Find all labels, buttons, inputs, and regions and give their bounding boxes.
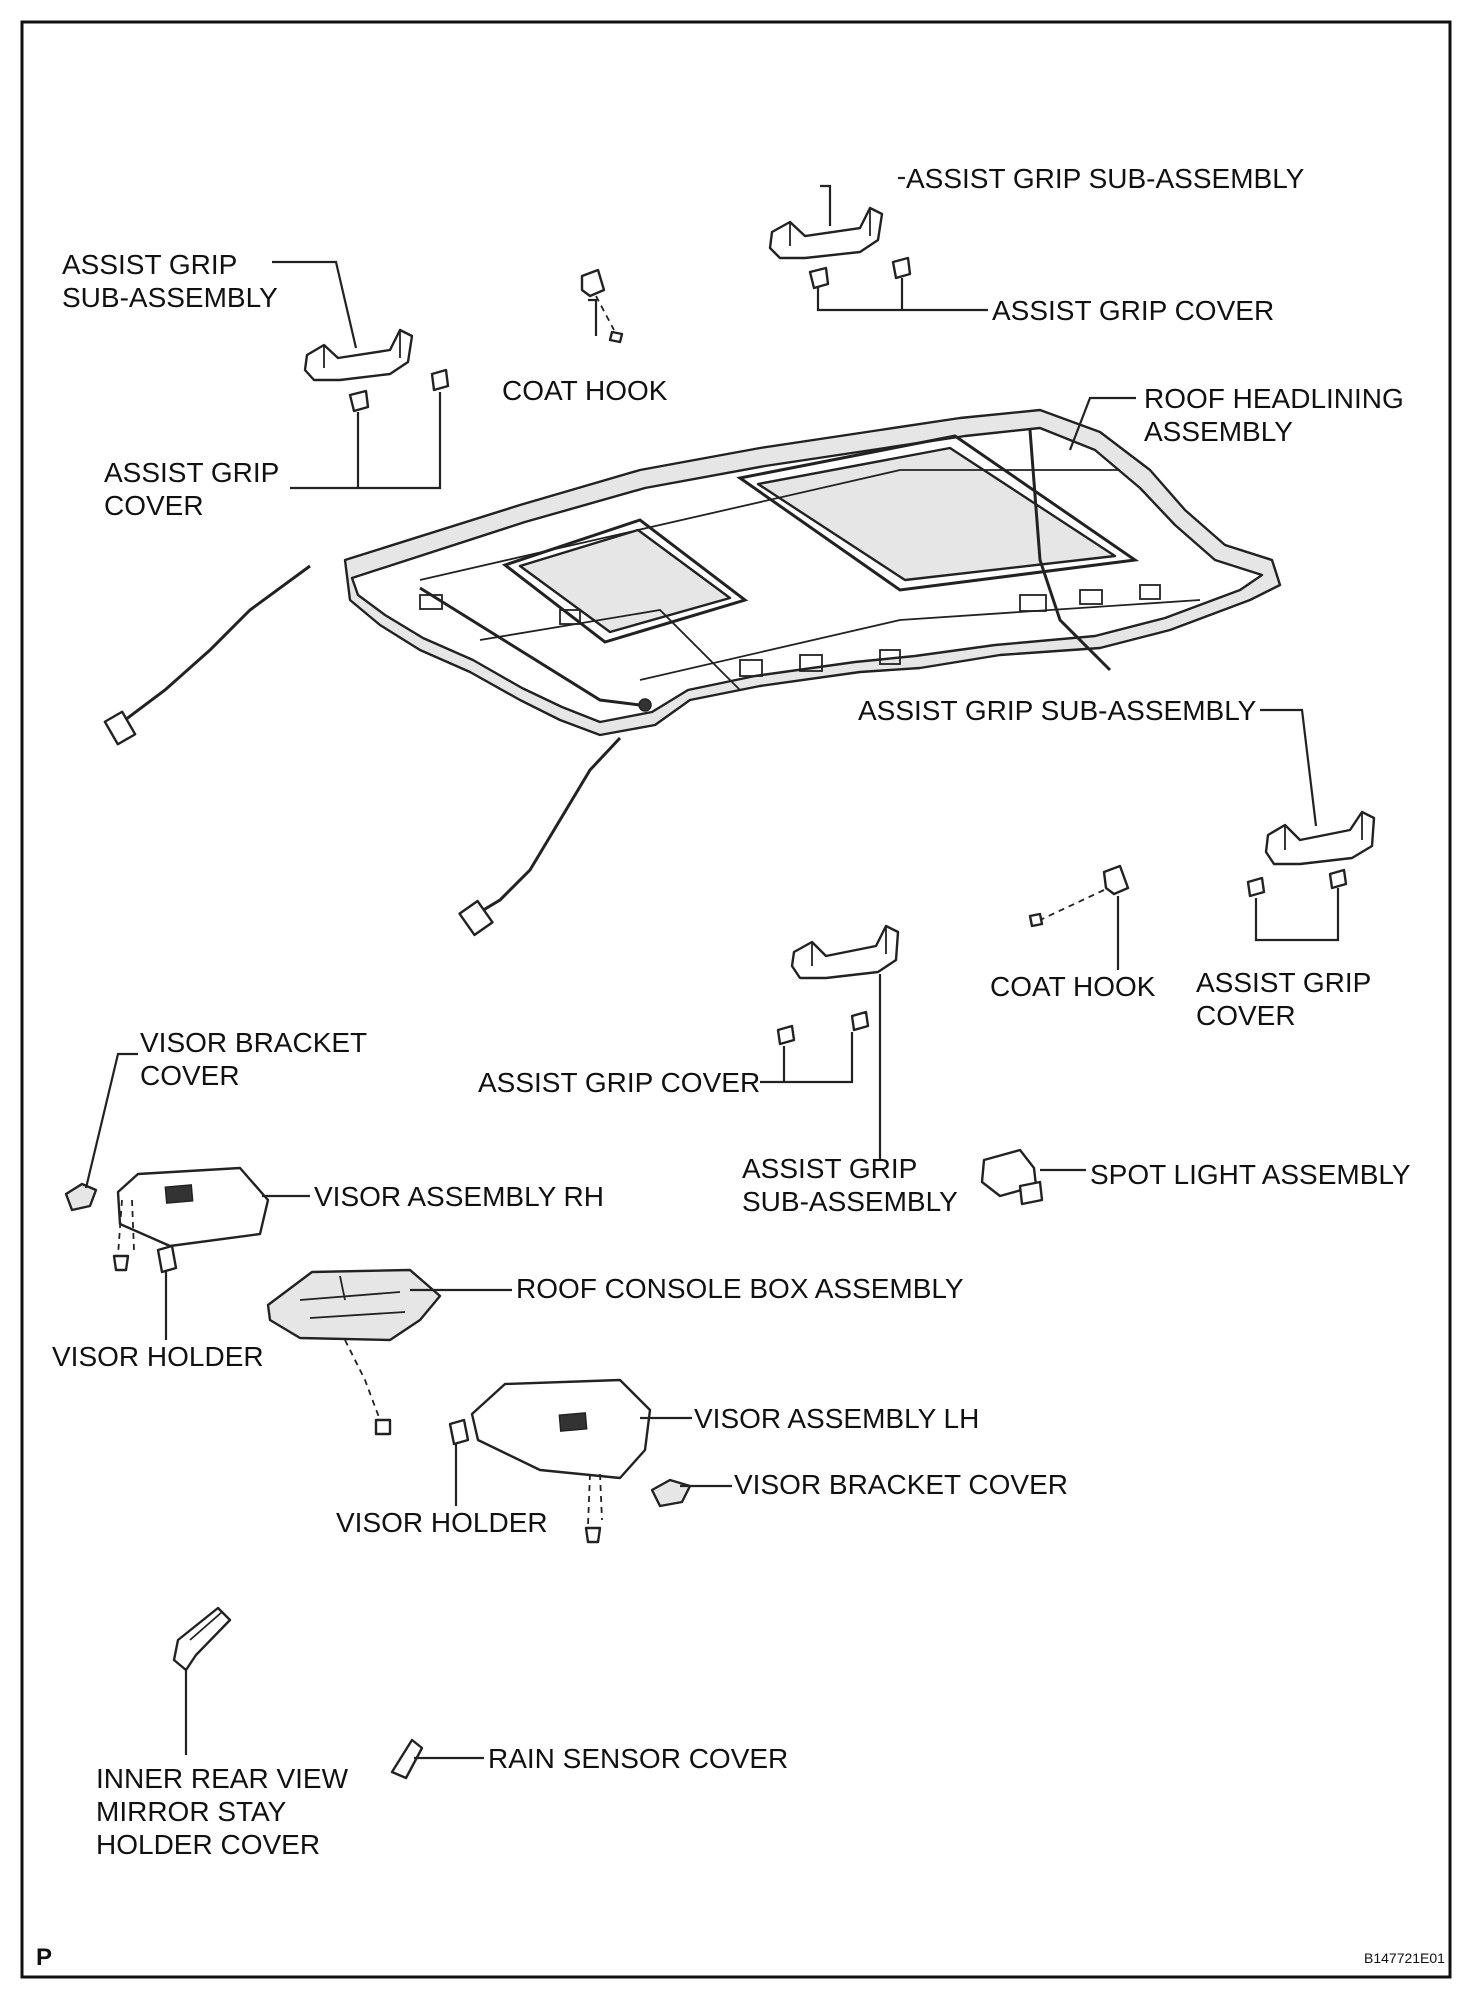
roof-headlining-assembly-drawing — [343, 408, 1282, 737]
rain-sensor-cover-drawing — [390, 1738, 424, 1780]
inner-mirror-cover-drawing — [172, 1606, 232, 1672]
label-spot-light-assembly: SPOT LIGHT ASSEMBLY — [1090, 1159, 1411, 1190]
label-roof-headlining-assembly: ROOF HEADLINING ASSEMBLY — [1144, 383, 1404, 447]
visor-lh-drawing — [448, 1378, 692, 1544]
label-assist-grip-sub-assembly-top: ASSIST GRIP SUB-ASSEMBLY — [906, 163, 1305, 194]
assist-grip-right-drawing — [1246, 810, 1376, 898]
label-assist-grip-cover-mid: ASSIST GRIP COVER — [478, 1067, 761, 1098]
label-coat-hook-top: COAT HOOK — [502, 375, 668, 406]
assist-grip-mid-drawing — [776, 924, 900, 1046]
left-wire-harness — [103, 564, 622, 937]
coat-hook-top-drawing — [580, 268, 624, 344]
visor-rh-drawing — [64, 1166, 270, 1274]
label-assist-grip-sub-assembly-right: ASSIST GRIP SUB-ASSEMBLY — [858, 695, 1257, 726]
label-visor-holder-mid: VISOR HOLDER — [336, 1507, 548, 1538]
label-roof-console-box-assembly: ROOF CONSOLE BOX ASSEMBLY — [516, 1273, 964, 1304]
spot-light-drawing — [980, 1148, 1044, 1206]
coat-hook-right-drawing — [1028, 864, 1130, 928]
label-visor-bracket-cover-right: VISOR BRACKET COVER — [734, 1469, 1069, 1500]
label-coat-hook-right: COAT HOOK — [990, 971, 1156, 1002]
label-assist-grip-cover-left: ASSIST GRIP COVER — [104, 457, 280, 521]
label-visor-assembly-rh: VISOR ASSEMBLY RH — [314, 1181, 604, 1212]
leader-lines — [84, 176, 1340, 1760]
label-assist-grip-cover-top: ASSIST GRIP COVER — [992, 295, 1275, 326]
assist-grip-left-drawing — [303, 328, 450, 413]
label-assist-grip-cover-right: ASSIST GRIP COVER — [1196, 967, 1372, 1031]
label-assist-grip-sub-assembly-mid: ASSIST GRIP SUB-ASSEMBLY — [742, 1153, 958, 1217]
section-letter: P — [36, 1944, 53, 1971]
label-visor-holder-left: VISOR HOLDER — [52, 1341, 264, 1372]
assist-grip-top-drawing — [768, 206, 912, 290]
roof-console-box-drawing — [266, 1268, 442, 1436]
page-frame — [20, 20, 1452, 1979]
label-assist-grip-sub-assembly-left: ASSIST GRIP SUB-ASSEMBLY — [62, 249, 278, 313]
label-rain-sensor-cover: RAIN SENSOR COVER — [488, 1743, 789, 1774]
figure-code: B147721E01 — [1364, 1950, 1445, 1966]
label-inner-rear-view-mirror-stay-holder-cover: INNER REAR VIEW MIRROR STAY HOLDER COVER — [96, 1763, 349, 1860]
label-visor-bracket-cover-left: VISOR BRACKET COVER — [140, 1027, 368, 1091]
label-visor-assembly-lh: VISOR ASSEMBLY LH — [694, 1403, 980, 1434]
